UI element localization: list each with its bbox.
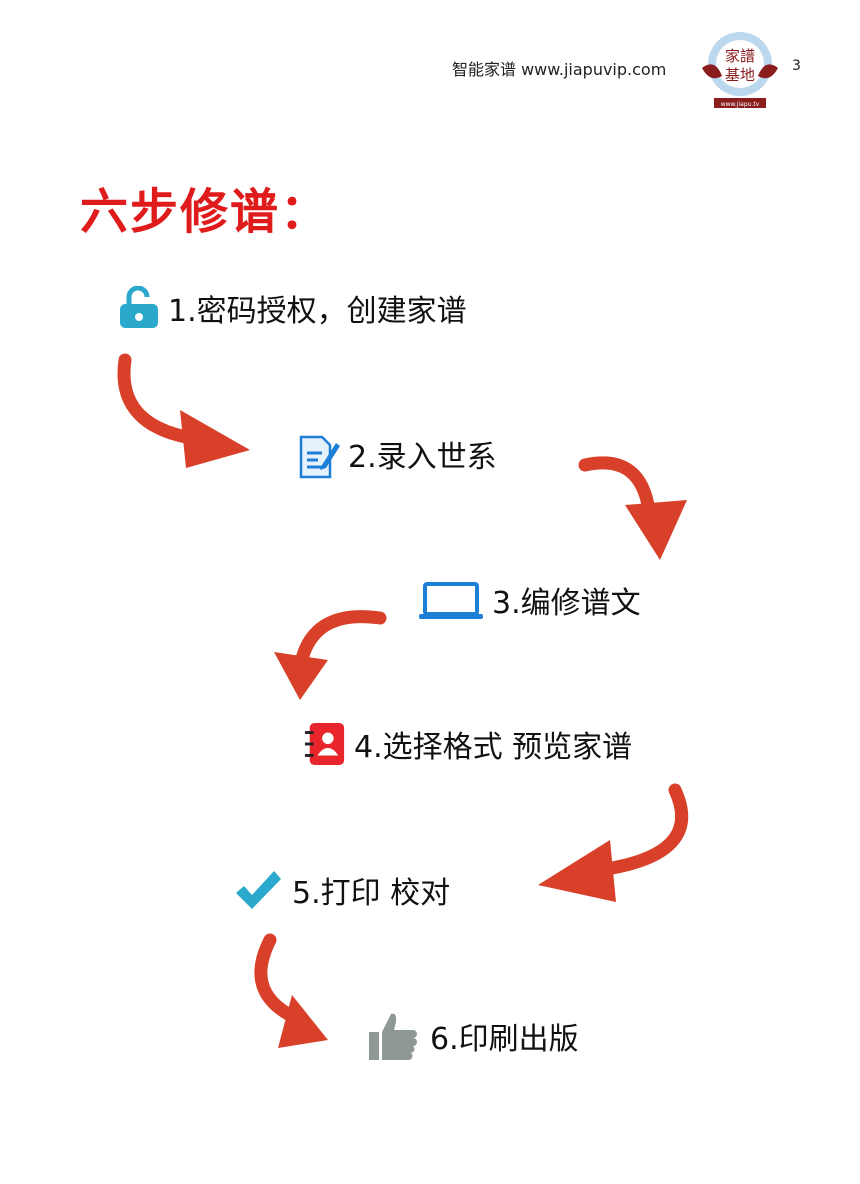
arrow-icon	[274, 610, 387, 700]
step-label: 6.印刷出版	[430, 1022, 579, 1057]
arrow-icon	[538, 783, 689, 902]
step-3: 3.编修谱文	[418, 578, 641, 622]
address-book-icon	[304, 723, 346, 765]
step-label: 3.编修谱文	[492, 586, 641, 621]
step-6: 6.印刷出版	[366, 1013, 579, 1061]
step-label: 1.密码授权，创建家谱	[168, 294, 467, 329]
step-label: 4.选择格式 预览家谱	[354, 730, 633, 765]
arrow-icon	[117, 353, 250, 468]
step-4: 4.选择格式 预览家谱	[304, 722, 632, 766]
page-number: 3	[792, 58, 801, 74]
step-label: 5.打印 校对	[292, 876, 451, 911]
document-edit-icon	[298, 433, 340, 479]
step-1: 1.密码授权，创建家谱	[118, 286, 467, 330]
svg-text:家譜: 家譜	[725, 47, 755, 65]
thumbs-up-icon	[366, 1013, 422, 1061]
unlock-icon	[118, 286, 160, 329]
laptop-icon	[418, 579, 484, 621]
page-title: 六步修谱：	[80, 184, 331, 240]
step-5: 5.打印 校对	[232, 868, 450, 912]
logo: 家譜 基地 www.jiapu.tv	[700, 28, 780, 110]
arrow-icon	[254, 933, 328, 1048]
step-2: 2.录入世系	[298, 432, 497, 479]
step-label: 2.录入世系	[348, 440, 497, 475]
header-text: 智能家谱 www.jiapuvip.com	[452, 60, 667, 79]
arrow-icon	[578, 456, 687, 560]
svg-text:基地: 基地	[725, 66, 755, 84]
checkmark-icon	[232, 869, 284, 911]
svg-text:www.jiapu.tv: www.jiapu.tv	[721, 101, 760, 108]
